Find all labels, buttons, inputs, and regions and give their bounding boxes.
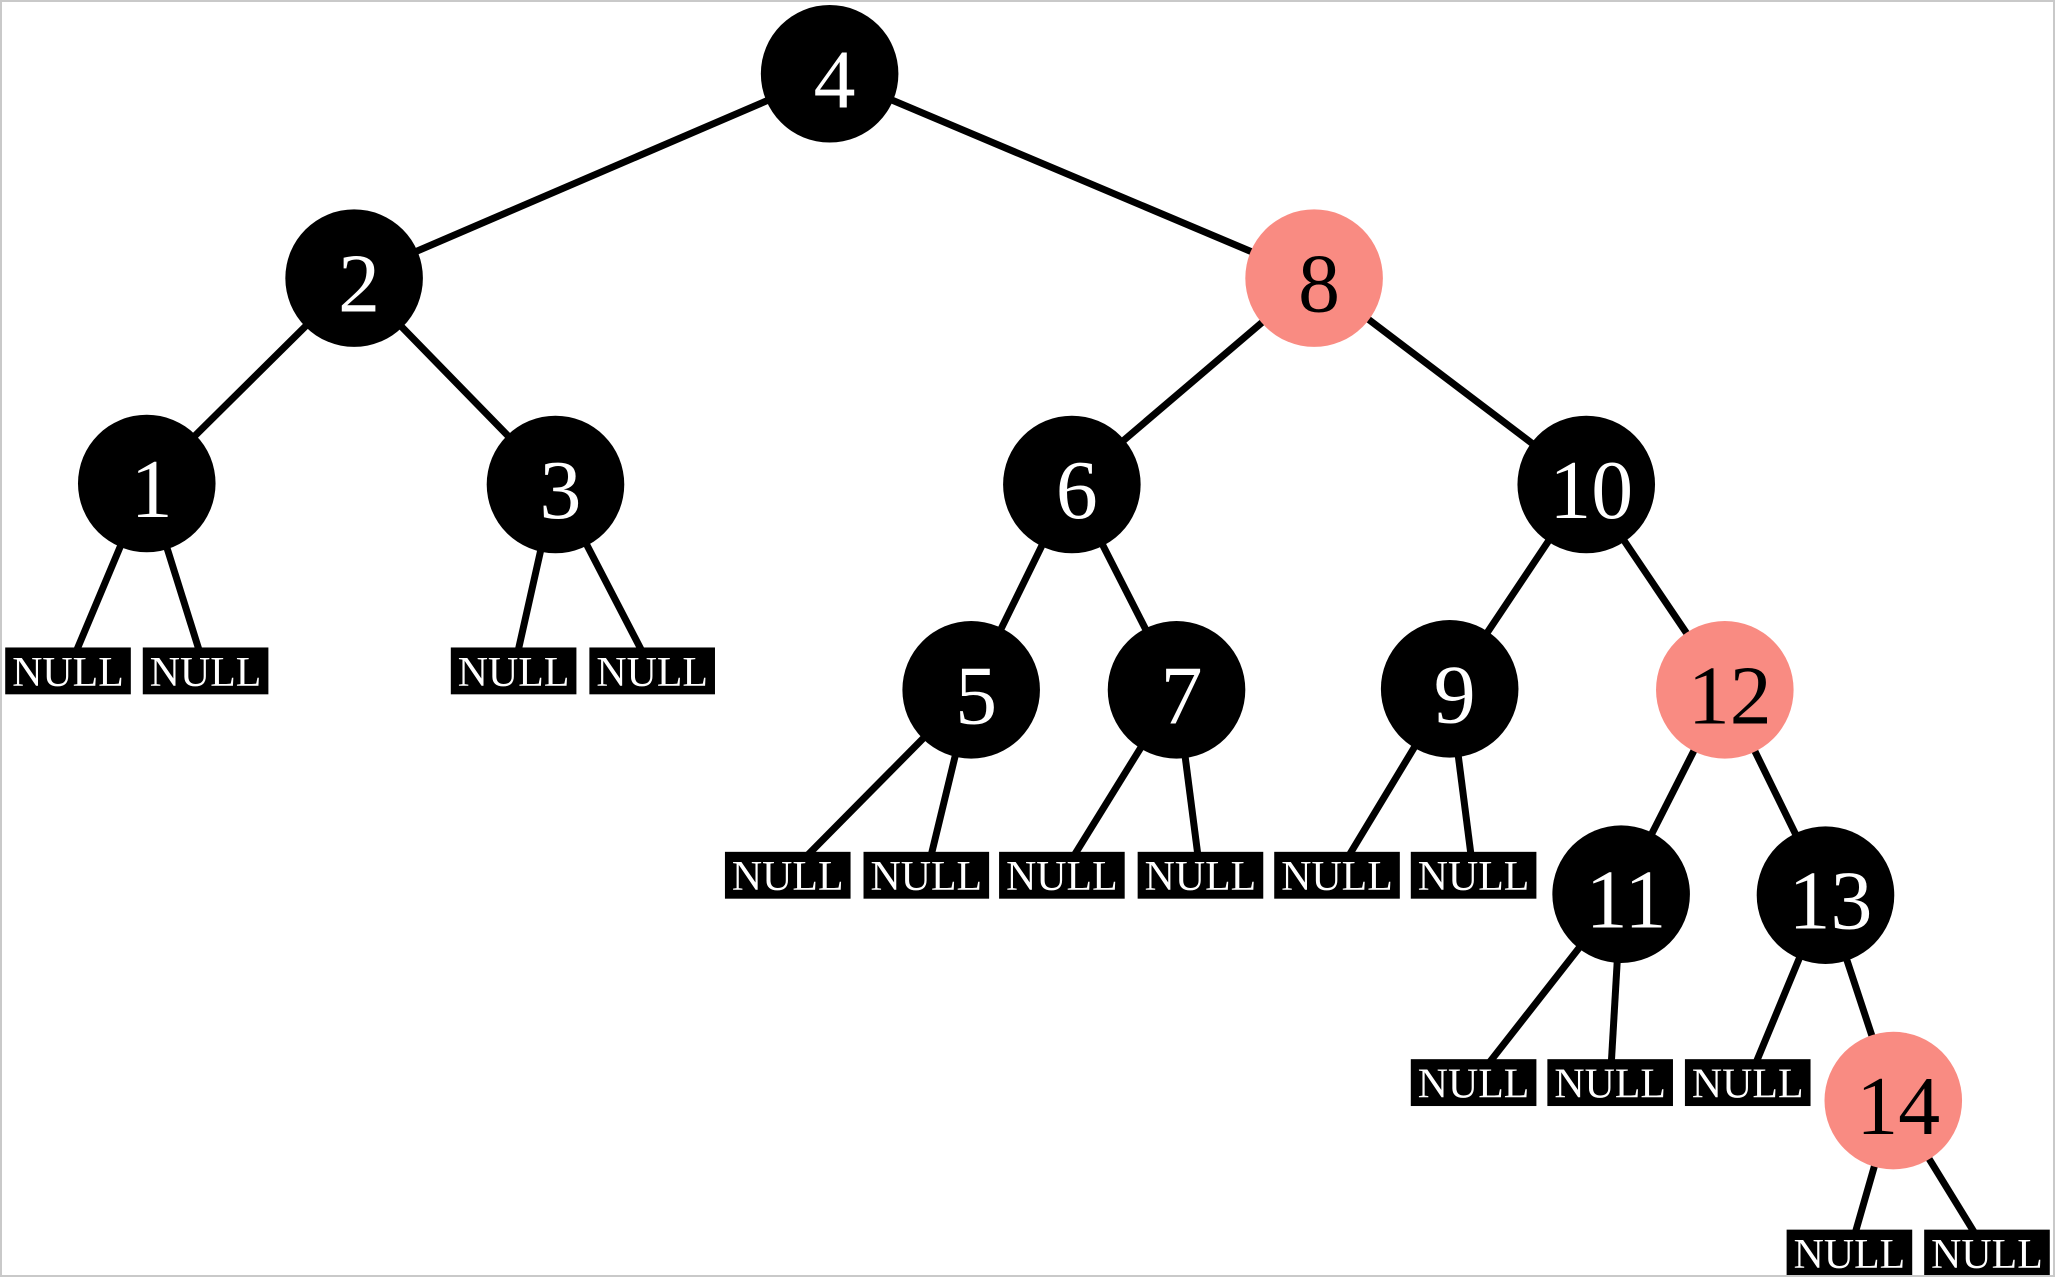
tree-node-label-2: 2 [338,238,380,331]
null-leaf-box-null-5L [724,851,851,899]
null-leaf-box-null-14R [1924,1229,2050,1275]
null-leaf-box-null-9R [1410,851,1537,899]
tree-node-label-9: 9 [1434,648,1476,741]
tree-node-12-red [1656,621,1794,759]
null-leaf-label-null-3R: NULL [596,650,708,696]
tree-node-label-14: 14 [1856,1060,1940,1153]
null-leaf-box-null-7R [1137,851,1264,899]
tree-node-4-black [760,4,899,143]
null-leaf-label-null-9L: NULL [1281,854,1393,900]
null-leaf-label-null-9R: NULL [1418,854,1530,900]
null-leaf-box-null-3L [450,647,577,695]
tree-node-label-11: 11 [1586,854,1667,947]
null-leaf-box-null-11L [1410,1059,1537,1107]
tree-node-11-black [1552,825,1690,963]
null-leaf-label-null-1L: NULL [12,650,124,696]
null-leaf-box-null-9L [1274,851,1400,899]
tree-node-2-black [285,209,423,347]
null-leaf-box-null-13L [1684,1059,1811,1107]
tree-node-9-black [1380,620,1519,758]
null-leaf-label-null-5L: NULL [732,854,844,900]
tree-node-3-black [486,415,625,554]
null-leaf-label-null-11L: NULL [1418,1062,1530,1108]
tree-node-8-red [1245,209,1383,347]
tree-edge-n4-n2 [352,70,831,282]
tree-node-label-7: 7 [1161,649,1203,742]
null-leaf-box-null-1L [5,647,131,695]
null-leaf-label-null-7R: NULL [1145,854,1257,900]
null-leaf-label-null-11R: NULL [1554,1062,1666,1108]
tree-node-10-black [1517,415,1656,554]
null-leaf-label-null-7L: NULL [1006,854,1118,900]
tree-node-label-6: 6 [1056,444,1098,537]
tree-node-1-black [77,414,216,553]
tree-node-label-13: 13 [1789,855,1873,948]
tree-node-label-8: 8 [1298,238,1340,331]
tree-node-label-5: 5 [955,649,997,742]
tree-node-label-12: 12 [1688,649,1772,742]
null-leaf-box-null-3R [589,647,715,695]
null-leaf-label-null-1R: NULL [150,650,262,696]
null-leaf-box-null-14L [1786,1229,1913,1275]
tree-node-6-black [1003,415,1141,554]
null-leaf-box-null-5R [863,851,990,899]
tree-node-14-red [1824,1031,1963,1170]
tree-node-5-black [902,621,1040,759]
null-leaf-label-null-13L: NULL [1692,1062,1804,1108]
tree-node-label-4: 4 [814,33,856,126]
null-leaf-box-null-7L [999,851,1125,899]
tree-node-label-1: 1 [131,443,173,536]
tree-edge-n4-n8 [828,70,1316,282]
tree-node-label-3: 3 [540,444,582,537]
null-leaf-label-null-14R: NULL [1931,1232,2043,1275]
null-leaf-label-null-14L: NULL [1794,1232,1906,1275]
tree-node-13-black [1756,826,1895,964]
tree-node-7-black [1107,621,1246,759]
null-leaf-label-null-5R: NULL [871,854,983,900]
tree-node-label-10: 10 [1549,444,1633,537]
null-leaf-box-null-11R [1547,1059,1673,1107]
null-leaf-box-null-1R [142,647,269,695]
null-leaf-label-null-3L: NULL [458,650,570,696]
